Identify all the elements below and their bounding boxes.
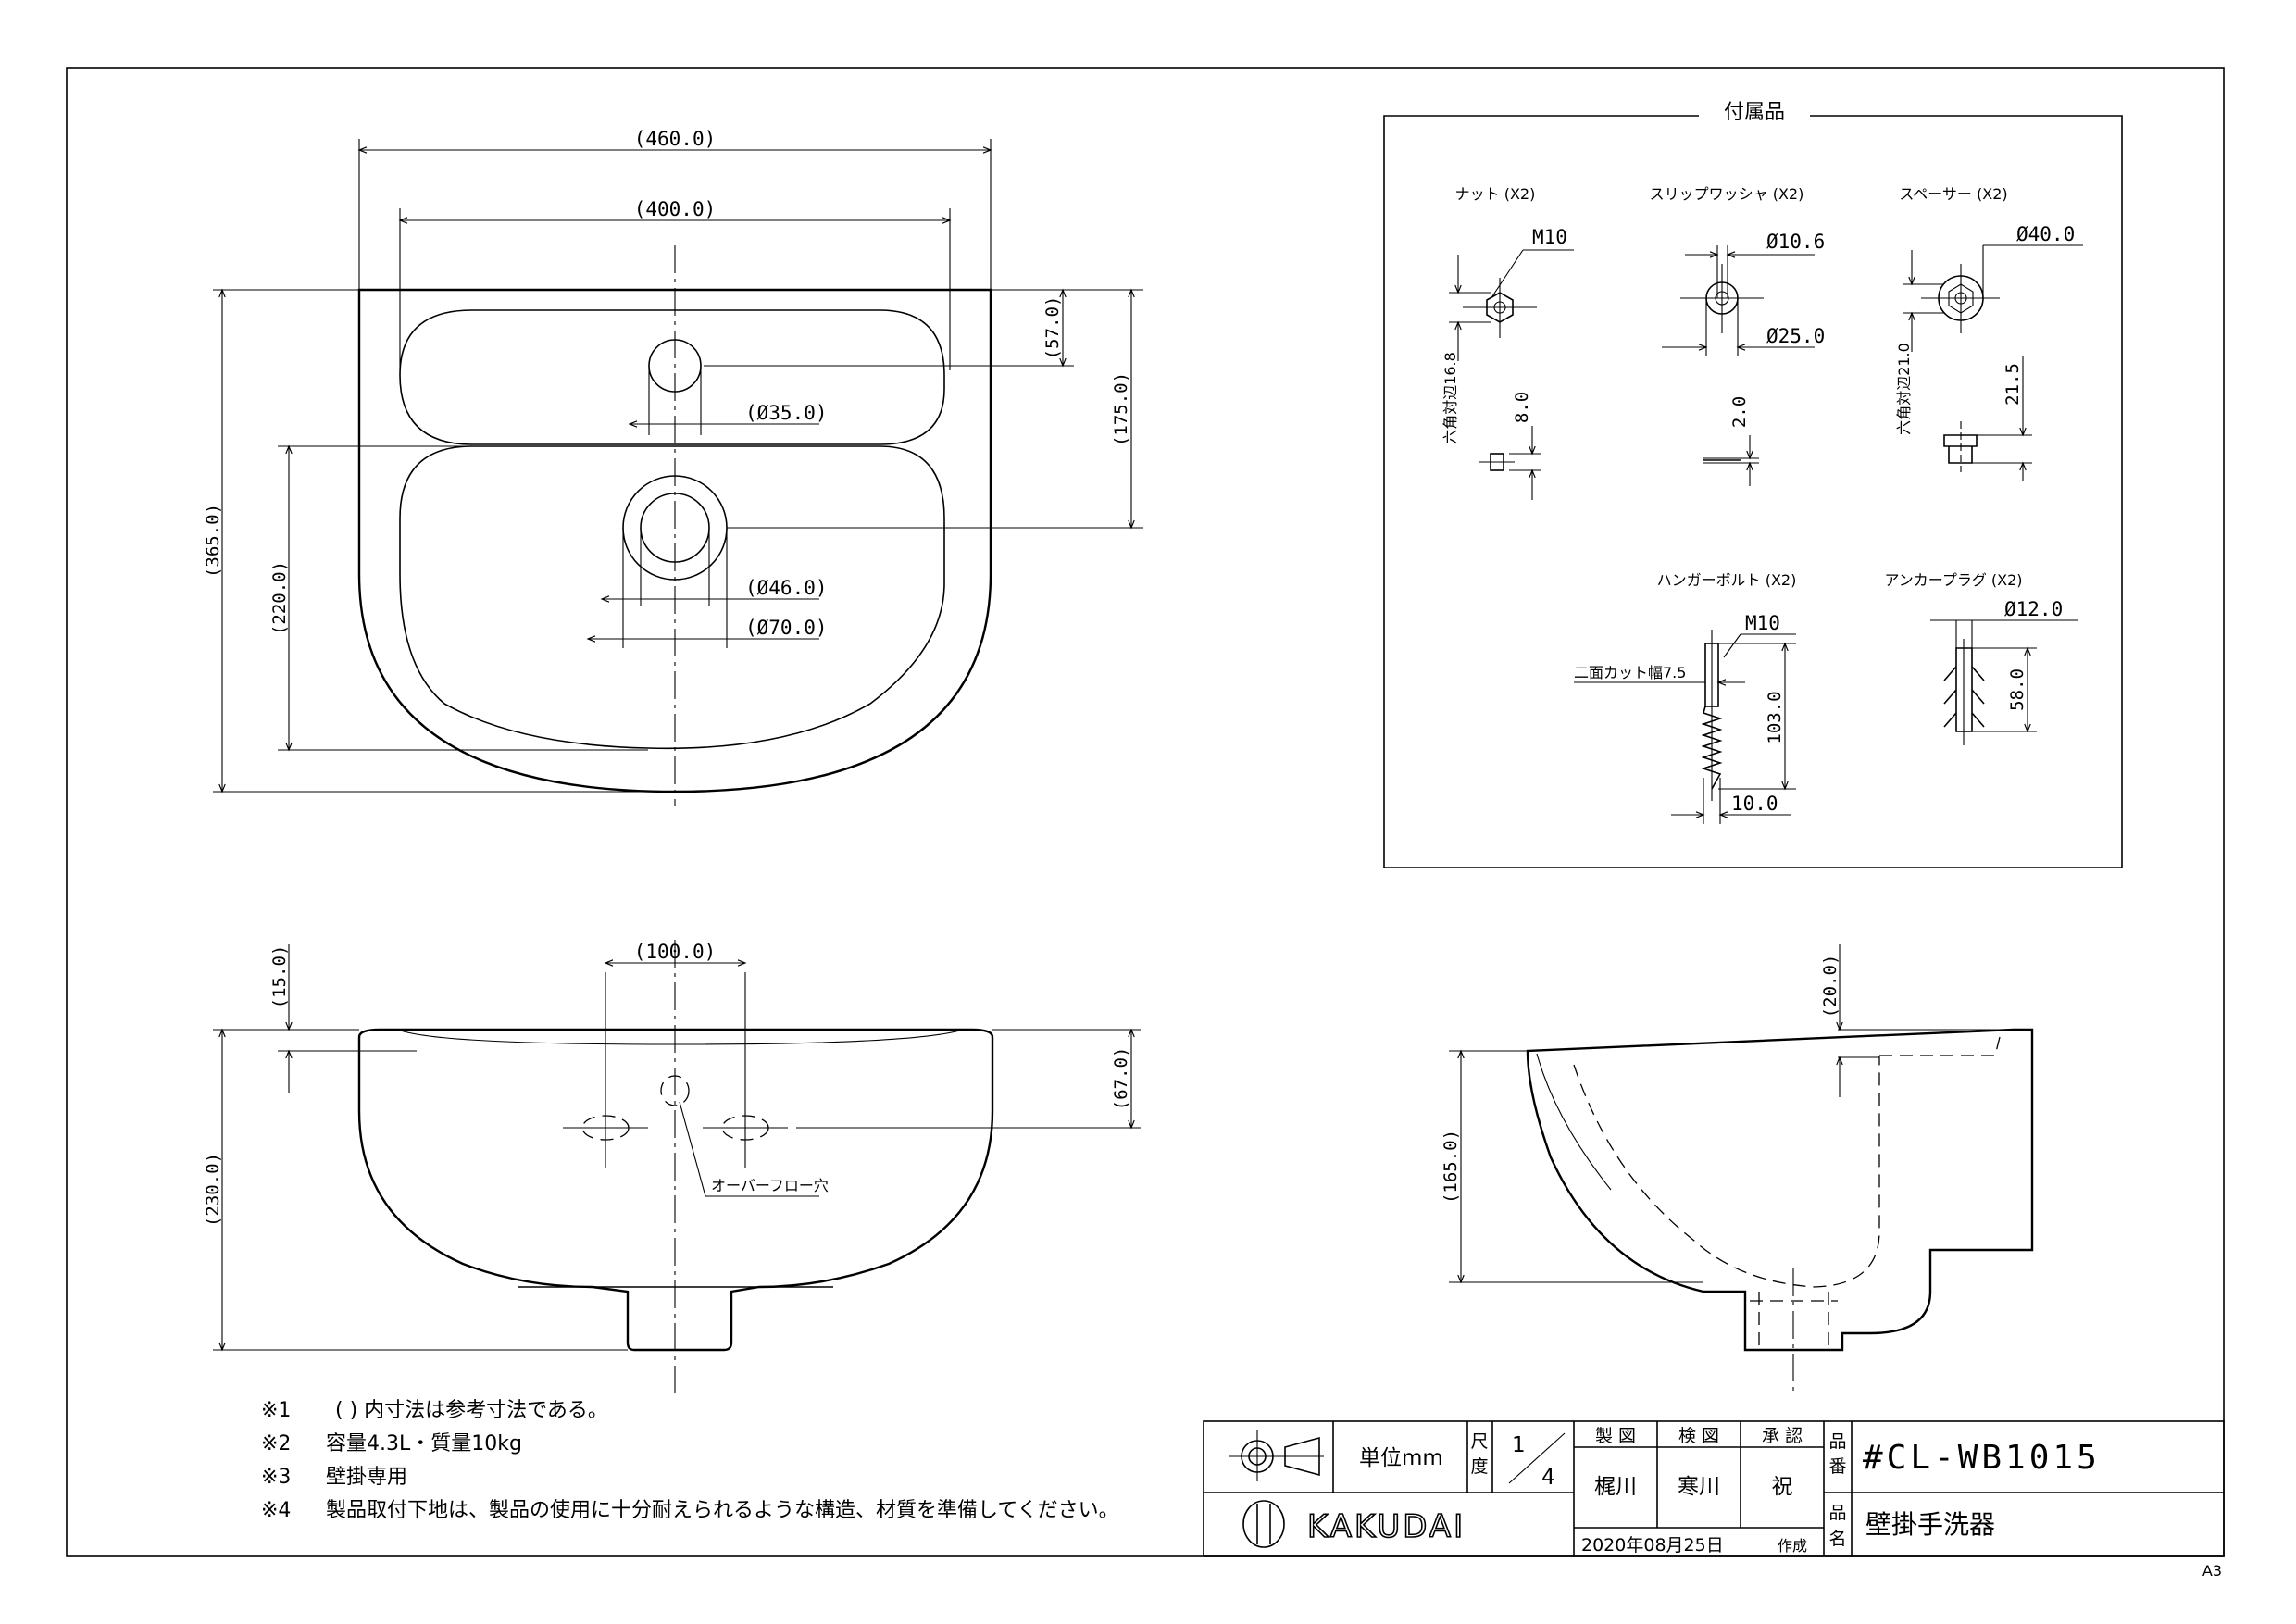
hanger-bolt-label: ハンガーボルト (X2): [1657, 571, 1797, 589]
note-3-text: 壁掛専用: [326, 1466, 407, 1489]
note-4-text: 製品取付下地は、製品の使用に十分耐えられるような構造、材質を準備してください。: [326, 1499, 1119, 1522]
side-hidden-bowl: [1573, 1056, 1880, 1288]
overflow-label: オーバーフロー穴: [711, 1177, 829, 1194]
washer-outer: Ø25.0: [1766, 325, 1825, 347]
note-1-mark: ※1: [261, 1399, 291, 1422]
dim-rim-height: (15.0): [269, 945, 290, 1009]
dim-side-top-offset: (20.0): [1820, 955, 1841, 1018]
scale-label-1: 尺: [1470, 1431, 1488, 1452]
third-angle-projection-icon: [1229, 1430, 1324, 1481]
note-2-text: 容量4.3L・質量10kg: [326, 1432, 522, 1455]
hanger-bolt-thread: M10: [1745, 612, 1780, 634]
kakudai-logo-icon: [1242, 1500, 1285, 1548]
anchor-plug-diameter: Ø12.0: [2004, 598, 2063, 620]
approved-label: 承 認: [1762, 1426, 1803, 1446]
part-no-label-2: 番: [1828, 1456, 1846, 1477]
dim-depth-total: (365.0): [203, 504, 223, 578]
dim-width-inner: (400.0): [634, 198, 717, 220]
date: 2020年08月25日: [1581, 1535, 1724, 1555]
anchor-plug-label: アンカープラグ (X2): [1884, 571, 2022, 589]
lower-bowl: [399, 445, 945, 750]
name-label-1: 品: [1828, 1503, 1846, 1523]
note-4-mark: ※4: [261, 1499, 291, 1522]
part-no-label-1: 品: [1828, 1431, 1846, 1452]
anchor-plug-length: 58.0: [2007, 668, 2028, 711]
front-rim-inner: [397, 1029, 964, 1045]
side-view: (20.0) (165.0): [1441, 944, 2034, 1393]
top-view: (460.0) (400.0) (365.0) (220.0) (57.0) (…: [203, 128, 1143, 806]
accessories-panel: 付属品 ナット (X2) M10 六角対辺16.8 8.0 スリップワッシャ (…: [1383, 101, 2123, 868]
dim-bowl-depth: (220.0): [269, 561, 290, 635]
washer-thickness: 2.0: [1729, 396, 1750, 428]
dim-depth-faucet: (57.0): [1042, 296, 1063, 360]
approved-by: 祝: [1772, 1475, 1793, 1499]
spacer-label: スペーサー (X2): [1899, 185, 2007, 203]
note-3-mark: ※3: [261, 1466, 291, 1489]
upper-bowl: [399, 309, 945, 445]
name-label-2: 名: [1828, 1529, 1846, 1549]
hanger-bolt-flat: 二面カット幅7.5: [1574, 664, 1686, 681]
nut-thickness: 8.0: [1512, 392, 1532, 423]
spacer-side-icon: [1943, 434, 1978, 464]
scale-num: 1: [1512, 1433, 1526, 1457]
dim-overflow-depth: (67.0): [1111, 1047, 1131, 1111]
nut-hex-dim: 六角対辺16.8: [1441, 352, 1459, 444]
scale-den: 4: [1541, 1466, 1555, 1490]
brand-name: KAKUDAI: [1307, 1508, 1466, 1545]
hanger-bolt-width: 10.0: [1731, 793, 1778, 815]
spacer-height: 21.5: [2003, 363, 2023, 406]
accessories-title: 付属品: [1724, 101, 1785, 124]
nut-thread: M10: [1532, 226, 1567, 248]
dim-width-outer: (460.0): [634, 128, 717, 150]
spacer-outer: Ø40.0: [2016, 223, 2075, 245]
overflow-hole: [660, 1075, 690, 1106]
notes: ※1 ( ) 内寸法は参考寸法である。 ※2 容量4.3L・質量10kg ※3 …: [261, 1399, 1119, 1522]
checked-label: 検 図: [1678, 1426, 1719, 1446]
dim-faucet-hole: (Ø35.0): [745, 402, 828, 424]
sheet-border: [66, 67, 2225, 1557]
part-number: #CL-WB1015: [1863, 1439, 2101, 1477]
dim-drain-outer: (Ø70.0): [745, 617, 828, 639]
title-block: 単位mm 尺 度 1 4 製 図 検 図 承 認 梶川 寒川 祝 品 番 品 名…: [1203, 1420, 2225, 1557]
sheet-size: A3: [2202, 1562, 2222, 1580]
front-view: オーバーフロー穴 (100.0) (15.0) (230.0) (67.0): [203, 940, 1141, 1393]
front-outline: [357, 1028, 994, 1352]
note-2-mark: ※2: [261, 1432, 291, 1455]
dim-side-height: (165.0): [1441, 1130, 1461, 1204]
created-label: 作成: [1778, 1537, 1807, 1555]
dim-total-height: (230.0): [203, 1153, 223, 1227]
dim-drain-hole: (Ø46.0): [745, 577, 828, 599]
hanger-bolt-length: 103.0: [1765, 691, 1785, 743]
scale-label-2: 度: [1470, 1456, 1488, 1477]
drawn-by: 梶川: [1594, 1475, 1637, 1499]
dim-bracket-span: (100.0): [634, 941, 717, 963]
drawn-label: 製 図: [1595, 1426, 1636, 1446]
checked-by: 寒川: [1678, 1475, 1720, 1499]
nut-label: ナット (X2): [1455, 185, 1536, 203]
note-1-text: ( ) 内寸法は参考寸法である。: [335, 1399, 608, 1422]
dim-depth-drain: (175.0): [1111, 372, 1131, 446]
part-name: 壁掛手洗器: [1866, 1509, 1995, 1540]
side-outline: [1526, 1028, 2034, 1352]
washer-inner: Ø10.6: [1766, 231, 1825, 253]
unit-label: 単位mm: [1359, 1446, 1443, 1470]
washer-label: スリップワッシャ (X2): [1650, 185, 1804, 203]
spacer-hex-dim: 六角対辺21.0: [1895, 343, 1913, 435]
